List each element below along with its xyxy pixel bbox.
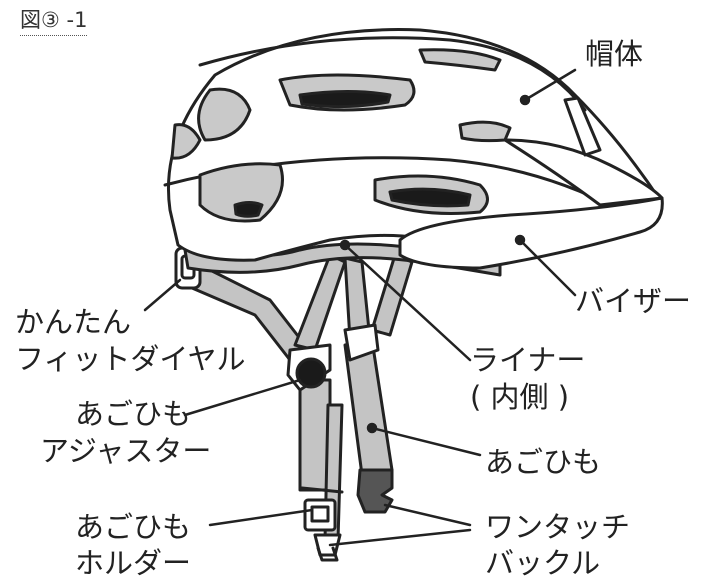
label-dial-line2: フィットダイヤル xyxy=(15,342,246,376)
label-holder-line2: ホルダー xyxy=(75,546,192,580)
label-liner-line2: ( 内側 ) xyxy=(470,380,570,414)
label-adjuster-line1: あごひも xyxy=(75,397,192,431)
vents xyxy=(170,48,512,223)
label-holder-line1: あごひも xyxy=(75,510,192,544)
leader-lines xyxy=(143,68,577,547)
label-dial-line1: かんたん xyxy=(15,305,132,339)
label-buckle-line2: バックル xyxy=(485,546,601,580)
label-adjuster-line2: アジャスター xyxy=(40,434,212,468)
chin-straps xyxy=(183,253,414,542)
label-liner-line1: ライナー xyxy=(470,343,586,377)
label-buckle-line1: ワンタッチ xyxy=(485,510,631,544)
label-visor: バイザー xyxy=(575,284,692,318)
label-strap: あごひも xyxy=(485,445,602,479)
label-shell: 帽体 xyxy=(585,37,644,71)
strap-hardware xyxy=(286,323,394,562)
figure-label: 図③ -1 xyxy=(20,7,88,36)
